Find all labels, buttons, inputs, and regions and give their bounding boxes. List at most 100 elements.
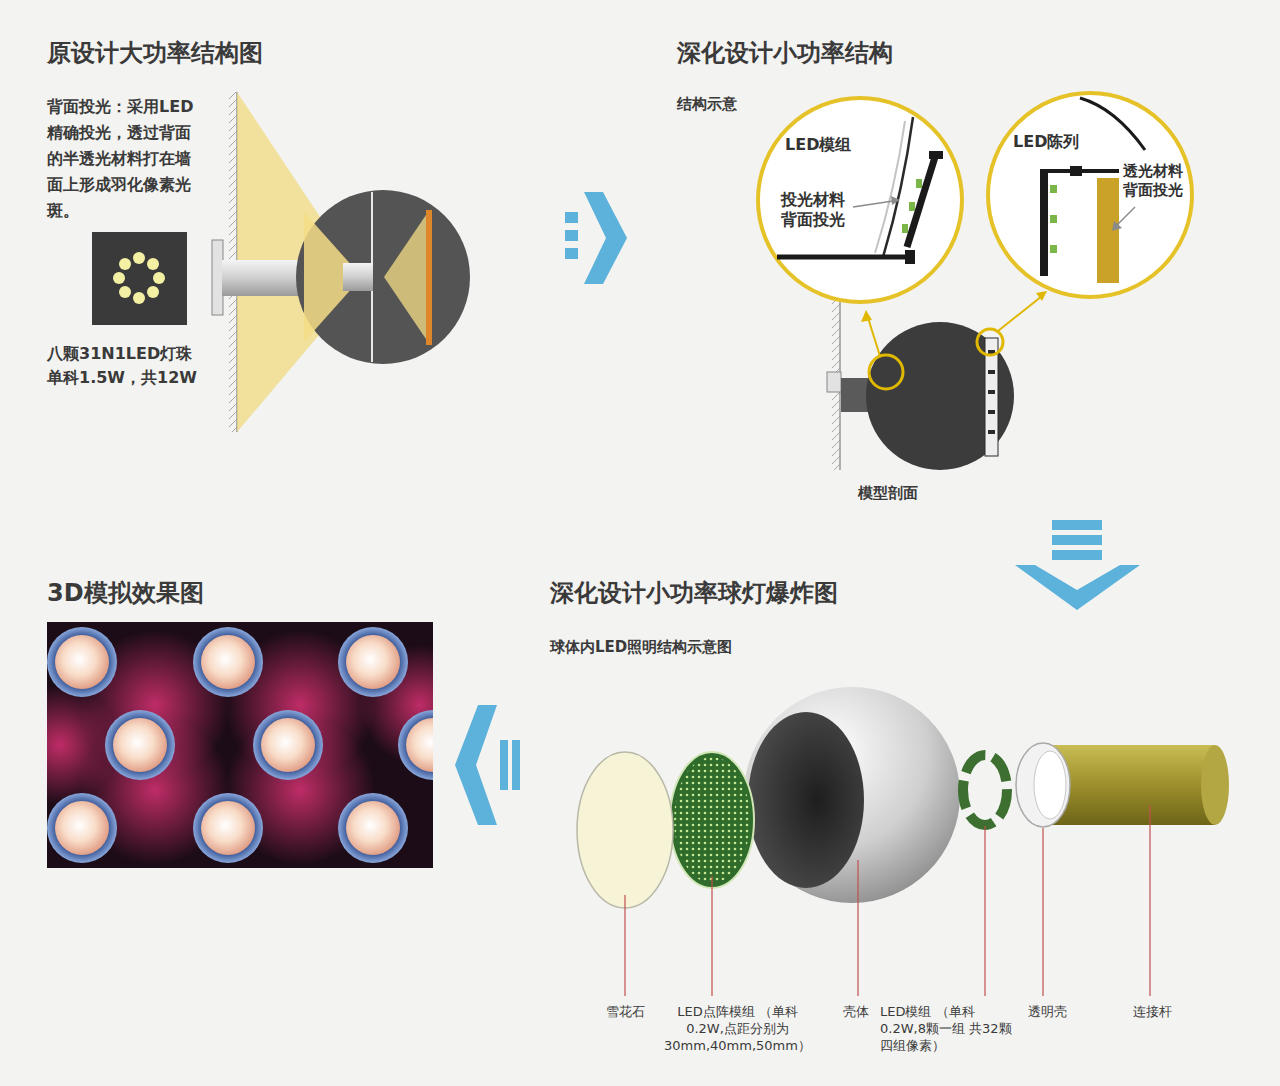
leader-line: [857, 860, 858, 996]
part-label: 透明壳: [1028, 1004, 1067, 1021]
callout-title: LED陈列: [1013, 132, 1079, 152]
callout-circle: [1040, 169, 1119, 173]
flow-chevron: [565, 230, 578, 241]
section-heading: 3D模拟效果图: [47, 578, 204, 609]
section-sphere: [988, 370, 995, 374]
part-label: LED模组 （单科0.2W,8颗一组 共32颗四组像素）: [880, 1004, 1018, 1055]
callout-circle: [907, 157, 935, 247]
section-heading: 深化设计小功率球灯爆炸图: [550, 578, 838, 609]
callout-circle: [1040, 171, 1048, 276]
callout-circle: [891, 196, 900, 205]
callout-circle: LED模组投光材料 背面投光: [755, 95, 965, 305]
part-label: 连接杆: [1133, 1004, 1172, 1021]
flow-chevron: [1052, 520, 1102, 530]
led-icon: [133, 252, 145, 264]
led-icon: [119, 286, 131, 298]
wall-bracket: [827, 372, 841, 392]
callout-circle: [1080, 98, 1145, 150]
leader-line: [711, 876, 712, 996]
callout-note: 投光材料 背面投光: [781, 190, 851, 230]
wall-bracket: [212, 240, 223, 315]
leader-line: [624, 895, 625, 996]
render-image: [47, 622, 433, 868]
led-icon: [92, 232, 187, 325]
mount-pipe: [222, 260, 304, 296]
flow-chevron: [1015, 565, 1140, 610]
callout-circle: [1097, 178, 1119, 283]
led-icon: [119, 258, 131, 270]
section-sphere: [988, 410, 995, 414]
flow-chevron: [512, 740, 520, 790]
led-icon: [147, 286, 159, 298]
led-icon: [133, 292, 145, 304]
flow-chevron: [565, 212, 578, 223]
clear-shell: [1016, 743, 1070, 827]
render-image: [398, 710, 433, 780]
render-image: [105, 710, 175, 780]
lamp-sphere: [296, 190, 470, 364]
flow-chevron: [455, 705, 520, 825]
section-sphere: [988, 430, 995, 434]
sphere-shell: [744, 687, 960, 903]
callout-circle: [853, 201, 893, 207]
clear-shell: [1034, 751, 1066, 819]
detail-marker: [977, 329, 1003, 355]
callout-circle: [916, 179, 922, 188]
part-label: 壳体: [843, 1004, 869, 1021]
section-heading: 深化设计小功率结构: [677, 38, 893, 69]
led-matrix: [674, 757, 750, 883]
section-sphere: [866, 322, 1014, 470]
figure-caption: 模型剖面: [858, 484, 918, 504]
flow-chevron: [1052, 535, 1102, 545]
led-ring: [963, 755, 1007, 825]
leader-line: [625, 805, 1150, 996]
callout-circle: [1050, 185, 1057, 193]
callout-circle: [929, 151, 943, 159]
led-matrix: [670, 752, 754, 888]
render-image: [338, 793, 408, 863]
render-image: [47, 793, 117, 863]
sphere-shell: [748, 712, 864, 888]
led-icon: [113, 272, 125, 284]
sphere-shell: [744, 687, 960, 903]
callout-circle: [988, 93, 1192, 297]
section-heading: 原设计大功率结构图: [47, 38, 263, 69]
detail-marker: [868, 318, 880, 356]
callout-circle: [1050, 245, 1057, 253]
callout-circle: [905, 250, 915, 264]
sub-heading: 结构示意: [677, 95, 737, 115]
callout-circle: [909, 202, 915, 211]
lamp-sphere: [384, 212, 428, 342]
led-icon: [147, 258, 159, 270]
render-image: [253, 710, 323, 780]
lamp-sphere: [296, 190, 470, 364]
flow-chevron: [1052, 550, 1102, 560]
lamp-sphere: [426, 210, 432, 345]
section-sphere: [988, 390, 995, 394]
render-image: [338, 627, 408, 697]
callout-circle: [777, 255, 915, 260]
render-image: [193, 627, 263, 697]
flow-chevron: [1015, 520, 1140, 610]
clear-shell: [1016, 743, 1070, 827]
note-text: 背面投光：采用LED精确投光，透过背面的半透光材料打在墙面上形成羽化像素光斑。: [47, 94, 197, 224]
flow-chevron: [500, 740, 508, 790]
leader-line: [1149, 805, 1150, 996]
callout-circle: [1050, 215, 1057, 223]
led-icon: [153, 272, 165, 284]
connecting-rod: [1045, 745, 1229, 825]
detail-marker: [998, 296, 1042, 331]
arrow-head: [861, 310, 872, 322]
detail-marker: [869, 355, 903, 389]
callout-circle: LED陈列透光材料 背面投光: [985, 90, 1195, 300]
arrow-head: [1036, 291, 1047, 301]
callout-circle: [902, 224, 908, 233]
callout-circle: [1112, 221, 1122, 231]
render-image: [47, 627, 117, 697]
section-sphere: [866, 322, 1014, 470]
callout-circle: [758, 98, 962, 302]
leader-line: [984, 826, 985, 996]
spec-text: 八颗31N1LED灯珠 单科1.5W，共12W: [47, 342, 197, 390]
led-icon: [92, 232, 187, 325]
callout-circle: [1117, 207, 1135, 225]
